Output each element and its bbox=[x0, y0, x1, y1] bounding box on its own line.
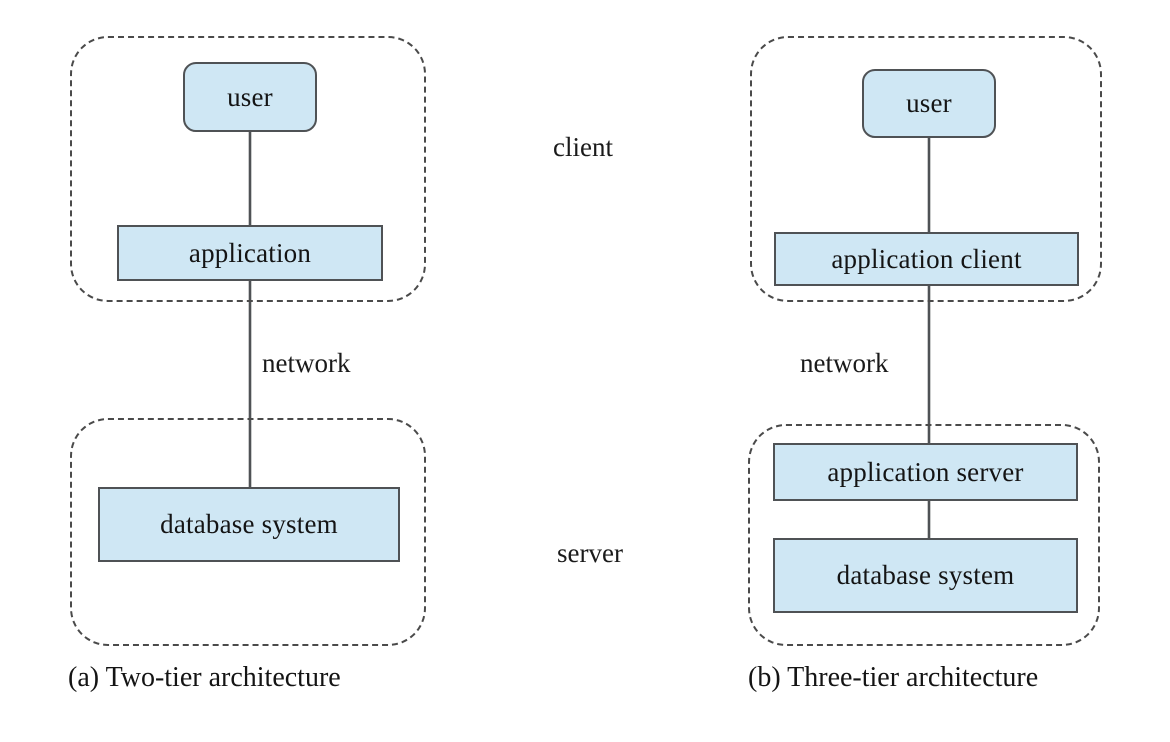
node-database-system-left[interactable]: database system bbox=[98, 487, 400, 562]
server-tier-container-right bbox=[748, 424, 1100, 646]
tier-label-client: client bbox=[553, 132, 613, 162]
network-label-right: network bbox=[800, 348, 889, 378]
node-application-left-label: application bbox=[188, 237, 312, 268]
network-label-left: network bbox=[262, 348, 351, 378]
node-application-client-label: application client bbox=[831, 243, 1022, 274]
client-tier-container-right bbox=[750, 36, 1102, 302]
node-database-system-right-label: database system bbox=[836, 560, 1015, 590]
node-database-system-right[interactable]: database system bbox=[773, 538, 1078, 613]
server-tier-container-left bbox=[70, 418, 426, 646]
caption-three-tier: (b) Three-tier architecture bbox=[748, 662, 1039, 693]
node-application-server-label: application server bbox=[827, 456, 1024, 487]
node-application-left[interactable]: application bbox=[117, 225, 383, 281]
node-user-left-label: user bbox=[227, 81, 273, 112]
node-user-right-label: user bbox=[906, 88, 952, 118]
node-database-system-left-label: database system bbox=[160, 509, 338, 539]
node-application-server[interactable]: application server bbox=[773, 443, 1078, 501]
tier-label-server: server bbox=[557, 538, 623, 568]
node-user-left[interactable]: user bbox=[183, 62, 317, 132]
client-tier-container-left bbox=[70, 36, 426, 302]
caption-two-tier: (a) Two-tier architecture bbox=[68, 662, 341, 693]
node-application-client[interactable]: application client bbox=[774, 232, 1079, 286]
node-user-right[interactable]: user bbox=[862, 69, 996, 138]
